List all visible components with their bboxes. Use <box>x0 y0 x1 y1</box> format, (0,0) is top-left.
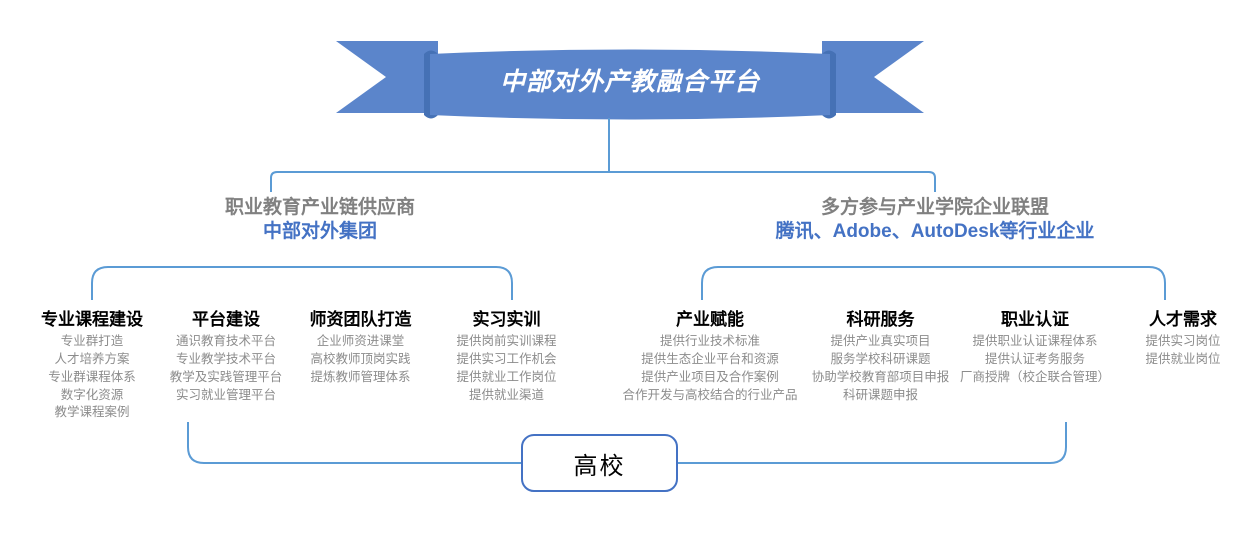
university-label: 高校 <box>573 452 626 480</box>
column-item: 提供产业真实项目 <box>830 334 931 349</box>
column-item: 教学及实践管理平台 <box>169 369 283 384</box>
column-item: 企业师资进课堂 <box>316 334 405 349</box>
column-item: 协助学校教育部项目申报 <box>811 369 950 384</box>
bottom-right-bracket <box>678 422 1067 464</box>
top-split-right <box>609 171 936 192</box>
column-item: 提供生态企业平台和资源 <box>641 352 779 367</box>
column-item: 提供认证考务服务 <box>984 352 1085 367</box>
column-item: 实习就业管理平台 <box>175 387 276 402</box>
column-title: 人才需求 <box>1149 310 1217 329</box>
column-item: 科研课题申报 <box>842 387 918 402</box>
column-item: 厂商授牌（校企联合管理） <box>959 369 1110 384</box>
banner-title: 中部对外产教融合平台 <box>499 68 760 96</box>
column-shizi-tuandui-dazao: 师资团队打造 企业师资进课堂 高校教师顶岗实践 提炼教师管理体系 <box>288 310 433 387</box>
university-node[interactable]: 高校 <box>521 434 678 492</box>
left-group-bracket <box>91 266 513 300</box>
branch-right-line1: 多方参与产业学院企业联盟 <box>820 197 1049 218</box>
column-rencai-xuqiu: 人才需求 提供实习岗位 提供就业岗位 <box>1118 310 1248 369</box>
column-item: 提炼教师管理体系 <box>310 369 411 384</box>
column-title: 平台建设 <box>192 310 260 329</box>
column-item: 人才培养方案 <box>54 352 130 367</box>
column-item: 合作开发与高校结合的行业产品 <box>622 387 798 402</box>
column-item: 专业群打造 <box>60 334 124 349</box>
column-item: 服务学校科研课题 <box>830 352 931 367</box>
column-item: 提供就业渠道 <box>468 387 544 402</box>
column-title: 实习实训 <box>472 310 541 329</box>
right-group-bracket <box>701 266 1166 300</box>
column-title: 科研服务 <box>846 310 915 329</box>
column-item: 提供行业技术标准 <box>659 334 760 349</box>
column-keyan-fuwu: 科研服务 提供产业真实项目 服务学校科研课题 协助学校教育部项目申报 科研课题申… <box>793 310 968 404</box>
column-item: 提供实习岗位 <box>1145 334 1221 349</box>
column-item: 教学课程案例 <box>54 405 130 420</box>
column-item: 提供实习工作机会 <box>456 352 557 367</box>
column-zhuanye-kecheng-jianshe: 专业课程建设 专业群打造 人才培养方案 专业群课程体系 数字化资源 教学课程案例 <box>13 310 171 422</box>
column-title: 师资团队打造 <box>309 310 412 329</box>
column-zhiye-renzheng: 职业认证 提供职业认证课程体系 提供认证考务服务 厂商授牌（校企联合管理） <box>945 310 1125 387</box>
column-title: 产业赋能 <box>676 310 744 329</box>
column-chanye-funeng: 产业赋能 提供行业技术标准 提供生态企业平台和资源 提供产业项目及合作案例 合作… <box>600 310 820 404</box>
column-title: 职业认证 <box>1001 310 1069 329</box>
column-item: 提供岗前实训课程 <box>456 334 557 349</box>
column-shixi-shixun: 实习实训 提供岗前实训课程 提供实习工作机会 提供就业工作岗位 提供就业渠道 <box>434 310 579 404</box>
column-item: 数字化资源 <box>60 387 124 402</box>
column-item: 提供就业工作岗位 <box>456 369 557 384</box>
branch-left-line1: 职业教育产业链供应商 <box>224 197 415 218</box>
top-split-left <box>270 171 609 192</box>
column-item: 专业群课程体系 <box>48 369 136 384</box>
branch-left-line2: 中部对外集团 <box>262 221 377 243</box>
column-item: 提供职业认证课程体系 <box>972 334 1098 349</box>
column-title: 专业课程建设 <box>41 310 143 329</box>
column-item: 专业教学技术平台 <box>175 352 276 367</box>
column-item: 通识教育技术平台 <box>175 334 276 349</box>
column-item: 提供产业项目及合作案例 <box>641 369 779 384</box>
column-pingtai-jianshe: 平台建设 通识教育技术平台 专业教学技术平台 教学及实践管理平台 实习就业管理平… <box>156 310 296 404</box>
column-item: 高校教师顶岗实践 <box>310 352 411 367</box>
branch-heading-right: 多方参与产业学院企业联盟 腾讯、Adobe、AutoDesk等行业企业 <box>700 196 1170 245</box>
branch-right-line2: 腾讯、Adobe、AutoDesk等行业企业 <box>775 221 1095 243</box>
bottom-left-bracket <box>187 422 521 464</box>
branch-heading-left: 职业教育产业链供应商 中部对外集团 <box>90 196 550 245</box>
column-item: 提供就业岗位 <box>1145 352 1221 367</box>
